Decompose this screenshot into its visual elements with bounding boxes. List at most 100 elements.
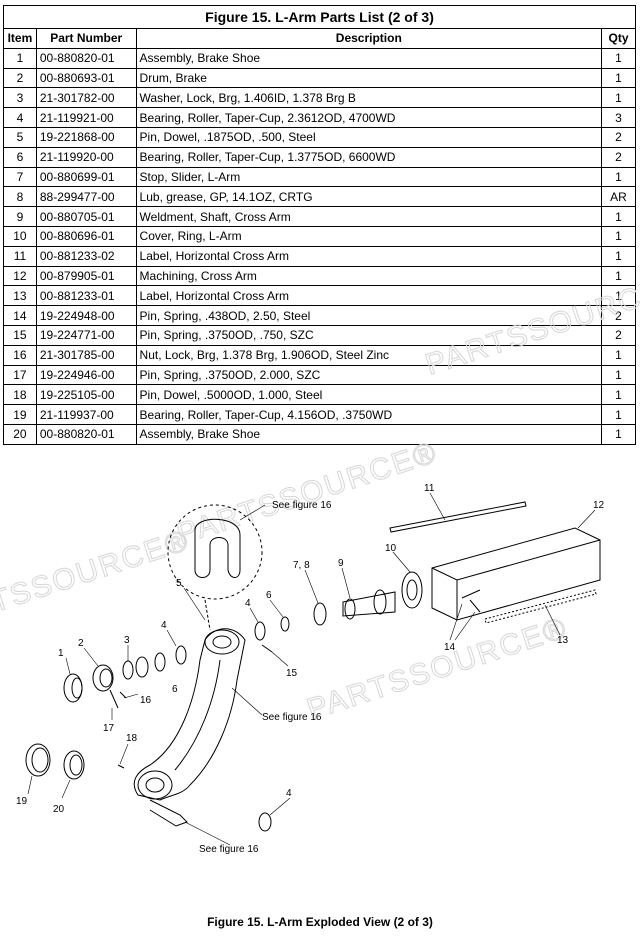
row-item: 7 bbox=[3, 166, 37, 188]
row-qty: 1 bbox=[601, 384, 636, 406]
row-description: Washer, Lock, Brg, 1.406ID, 1.378 Brg B bbox=[135, 87, 603, 109]
row-item: 3 bbox=[3, 87, 37, 109]
row-description: Label, Horizontal Cross Arm bbox=[135, 285, 603, 307]
row-qty: 2 bbox=[601, 324, 636, 346]
row-description: Drum, Brake bbox=[135, 67, 603, 89]
header-description: Description bbox=[135, 28, 603, 49]
see-figure-circle bbox=[167, 504, 263, 600]
callout-16: 16 bbox=[140, 695, 152, 706]
row-qty: 1 bbox=[601, 225, 636, 247]
row-qty: 1 bbox=[601, 423, 636, 445]
see-figure-label-mid: See figure 16 bbox=[262, 712, 322, 723]
row-item: 16 bbox=[3, 344, 37, 366]
row-description: Pin, Spring, .3750OD, .750, SZC bbox=[135, 324, 603, 346]
callout-9: 9 bbox=[338, 558, 344, 569]
l-arm-body bbox=[133, 628, 246, 801]
table-title-row: Figure 15. L-Arm Parts List (2 of 3) bbox=[3, 5, 636, 29]
row-description: Assembly, Brake Shoe bbox=[135, 47, 603, 69]
row-item: 9 bbox=[3, 206, 37, 227]
lock-washer-3 bbox=[122, 660, 134, 680]
upper-hub bbox=[204, 629, 240, 655]
pin-15 bbox=[261, 644, 273, 653]
row-qty: AR bbox=[601, 186, 636, 208]
row-item: 2 bbox=[3, 67, 37, 89]
callout-4b: 4 bbox=[245, 598, 251, 609]
row-part-number: 19-221868-00 bbox=[35, 126, 137, 148]
row-qty: 3 bbox=[601, 107, 636, 128]
callout-6b: 6 bbox=[266, 590, 272, 601]
row-part-number: 00-881233-01 bbox=[35, 285, 137, 307]
row-part-number: 21-119921-00 bbox=[35, 107, 137, 128]
row-item: 15 bbox=[3, 324, 37, 346]
row-description: Machining, Cross Arm bbox=[135, 265, 603, 287]
row-item: 12 bbox=[3, 265, 37, 287]
row-qty: 2 bbox=[601, 146, 636, 168]
row-qty: 1 bbox=[601, 166, 636, 188]
row-description: Pin, Dowel, .1875OD, .500, Steel bbox=[135, 126, 603, 148]
row-description: Pin, Spring, .438OD, 2.50, Steel bbox=[135, 305, 603, 326]
row-description: Bearing, Roller, Taper-Cup, 1.3775OD, 66… bbox=[135, 146, 603, 168]
row-description: Cover, Ring, L-Arm bbox=[135, 225, 603, 247]
pin-17 bbox=[109, 689, 119, 709]
callout-10: 10 bbox=[385, 543, 397, 554]
row-item: 19 bbox=[3, 404, 37, 425]
row-qty: 2 bbox=[601, 126, 636, 148]
callout-2: 2 bbox=[78, 638, 84, 649]
row-part-number: 19-225105-00 bbox=[35, 384, 137, 406]
cross-arm-shaft-9 bbox=[342, 591, 396, 617]
row-description: Lub, grease, GP, 14.1OZ, CRTG bbox=[135, 186, 603, 208]
callout-20: 20 bbox=[53, 804, 65, 815]
row-item: 1 bbox=[3, 47, 37, 69]
label-11 bbox=[389, 501, 527, 533]
see-figure-label-bottom: See figure 16 bbox=[199, 844, 259, 855]
bearing-6-right bbox=[280, 616, 290, 632]
row-description: Bearing, Roller, Taper-Cup, 2.3612OD, 47… bbox=[135, 107, 603, 128]
row-description: Stop, Slider, L-Arm bbox=[135, 166, 603, 188]
row-qty: 1 bbox=[601, 87, 636, 109]
parts-list-table: Figure 15. L-Arm Parts List (2 of 3) Ite… bbox=[3, 5, 636, 445]
brake-handle bbox=[194, 518, 241, 578]
row-part-number: 00-880699-01 bbox=[35, 166, 137, 188]
row-description: Assembly, Brake Shoe bbox=[135, 423, 603, 445]
callout-13: 13 bbox=[557, 635, 569, 646]
bearing-4-left bbox=[154, 652, 166, 672]
row-description: Bearing, Roller, Taper-Cup, 4.156OD, .37… bbox=[135, 404, 603, 425]
callout-14: 14 bbox=[444, 642, 456, 653]
cross-arm-12 bbox=[431, 527, 601, 621]
callout-18: 18 bbox=[126, 733, 138, 744]
table-title: Figure 15. L-Arm Parts List (2 of 3) bbox=[3, 5, 636, 29]
row-part-number: 19-224771-00 bbox=[35, 324, 137, 346]
row-part-number: 21-119920-00 bbox=[35, 146, 137, 168]
row-item: 5 bbox=[3, 126, 37, 148]
row-description: Pin, Dowel, .5000OD, 1.000, Steel bbox=[135, 384, 603, 406]
callout-7-8: 7, 8 bbox=[293, 560, 310, 571]
callout-19: 19 bbox=[16, 796, 28, 807]
callout-12: 12 bbox=[593, 500, 605, 511]
row-item: 11 bbox=[3, 245, 37, 267]
label-13 bbox=[484, 589, 597, 624]
row-item: 20 bbox=[3, 423, 37, 445]
row-description: Weldment, Shaft, Cross Arm bbox=[135, 206, 603, 227]
row-qty: 1 bbox=[601, 47, 636, 69]
row-item: 13 bbox=[3, 285, 37, 307]
figure-caption: Figure 15. L-Arm Exploded View (2 of 3) bbox=[207, 915, 433, 929]
row-qty: 2 bbox=[601, 305, 636, 326]
row-part-number: 00-881233-02 bbox=[35, 245, 137, 267]
exploded-view-diagram: 1 2 3 4 4 4 5 6 6 7, 8 9 10 11 12 13 14 … bbox=[16, 483, 605, 855]
callout-11: 11 bbox=[424, 483, 435, 494]
row-part-number: 00-880693-01 bbox=[35, 67, 137, 89]
stop-slider-7 bbox=[313, 602, 327, 626]
callout-17: 17 bbox=[103, 723, 115, 734]
